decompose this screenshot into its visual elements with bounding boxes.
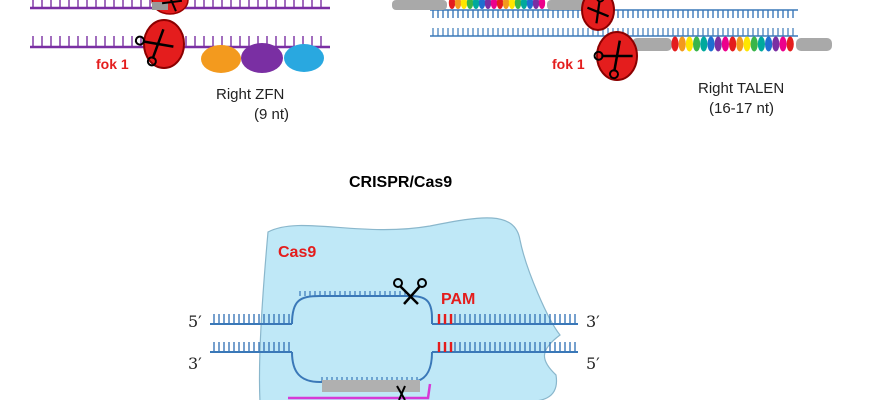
talen-lower-c-terminal bbox=[796, 38, 832, 51]
talen-lower-repeat-array bbox=[671, 36, 794, 52]
talen-name-label: Right TALEN bbox=[698, 80, 785, 97]
talen-repeat-unit bbox=[490, 0, 498, 9]
talen-repeat-unit bbox=[736, 36, 744, 52]
zfn-zinc-finger-2 bbox=[241, 43, 283, 73]
zfn-zinc-finger-1 bbox=[201, 45, 241, 73]
zfn-upper-linker bbox=[152, 2, 168, 10]
crispr-dna-top-strand bbox=[210, 314, 578, 325]
talen-repeat-unit bbox=[786, 36, 794, 52]
talen-repeat-unit bbox=[678, 36, 686, 52]
cas9-label: Cas9 bbox=[278, 244, 317, 261]
top-strand-5prime-end: 5′ bbox=[188, 312, 202, 331]
bottom-strand-3prime-end: 3′ bbox=[188, 354, 202, 373]
talen-upper-n-terminal bbox=[392, 0, 447, 10]
talen-length-label: (16-17 nt) bbox=[709, 100, 775, 117]
talen-repeat-unit bbox=[448, 0, 456, 9]
talen-repeat-unit bbox=[693, 36, 701, 52]
talen-repeat-unit bbox=[721, 36, 730, 52]
talen-repeat-unit bbox=[526, 0, 534, 9]
talen-repeat-unit bbox=[671, 36, 679, 52]
talen-repeat-unit bbox=[765, 36, 773, 52]
zfn-panel bbox=[30, 0, 330, 73]
talen-repeat-unit bbox=[532, 0, 540, 9]
scissors-icon bbox=[396, 385, 406, 401]
talen-repeat-unit bbox=[454, 0, 462, 9]
talen-repeat-unit bbox=[538, 0, 546, 9]
scissors-icon bbox=[393, 278, 427, 305]
talen-repeat-unit bbox=[478, 0, 486, 9]
talen-repeat-unit bbox=[484, 0, 492, 9]
pam-site-marks bbox=[437, 314, 453, 352]
zfn-length-label: (9 nt) bbox=[254, 106, 290, 123]
talen-repeat-unit bbox=[707, 36, 715, 52]
talen-upper-repeat-array bbox=[448, 0, 546, 9]
crispr-title: CRISPR/Cas9 bbox=[349, 174, 453, 191]
talen-lower-n-terminal bbox=[632, 38, 672, 51]
scissors-icon bbox=[161, 0, 183, 12]
cas9-protein-body bbox=[258, 217, 561, 403]
talen-fok1-label: fok 1 bbox=[552, 56, 585, 72]
talen-repeat-unit bbox=[750, 36, 758, 52]
scissors-icon bbox=[587, 0, 609, 24]
zfn-name-label: Right ZFN bbox=[216, 86, 285, 103]
talen-panel bbox=[392, 0, 832, 81]
talen-repeat-unit bbox=[472, 0, 480, 9]
talen-repeat-unit bbox=[460, 0, 468, 9]
top-strand-3prime-end: 3′ bbox=[586, 312, 600, 331]
talen-repeat-unit bbox=[685, 36, 694, 52]
scissors-icon bbox=[134, 28, 174, 67]
pam-label: PAM bbox=[441, 291, 476, 308]
talen-repeat-unit bbox=[714, 36, 722, 52]
zfn-fok1-label: fok 1 bbox=[96, 56, 129, 72]
talen-repeat-unit bbox=[496, 0, 504, 9]
bottom-strand-5prime-end: 5′ bbox=[586, 354, 600, 373]
talen-repeat-unit bbox=[514, 0, 522, 9]
talen-repeat-unit bbox=[520, 0, 528, 9]
talen-repeat-unit bbox=[508, 0, 516, 9]
scissors-icon bbox=[593, 40, 633, 80]
talen-repeat-unit bbox=[772, 36, 780, 52]
talen-repeat-unit bbox=[729, 36, 737, 52]
crispr-panel bbox=[210, 217, 578, 403]
zfn-zinc-finger-3 bbox=[284, 44, 324, 72]
talen-repeat-unit bbox=[757, 36, 766, 52]
crispr-dna-bottom-strand bbox=[210, 342, 578, 353]
talen-repeat-unit bbox=[502, 0, 510, 9]
talen-repeat-unit bbox=[466, 0, 474, 9]
guide-rna-strand bbox=[288, 383, 432, 400]
talen-repeat-unit bbox=[700, 36, 708, 52]
guide-rna-target-duplex bbox=[322, 380, 420, 392]
talen-repeat-unit bbox=[743, 36, 751, 52]
talen-repeat-unit bbox=[779, 36, 787, 52]
